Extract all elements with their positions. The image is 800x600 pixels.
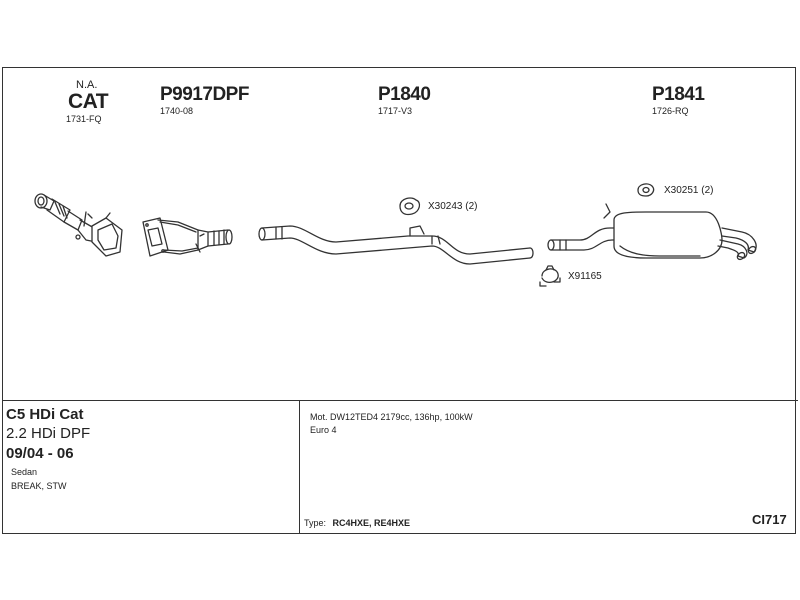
diagram-frame bbox=[2, 67, 796, 534]
type-value: RC4HXE, RE4HXE bbox=[332, 518, 411, 528]
x30251-label: X30251 (2) bbox=[664, 185, 714, 196]
x30243-rubber-ring-icon bbox=[399, 197, 421, 216]
motor-spec: Mot. DW12TED4 2179cc, 136hp, 100kW bbox=[310, 412, 473, 422]
info-divider-vertical bbox=[299, 400, 300, 534]
vehicle-engine: 2.2 HDi DPF bbox=[6, 425, 91, 442]
x30251-rubber-ring-icon bbox=[637, 183, 655, 197]
vehicle-body-sedan: Sedan bbox=[11, 467, 38, 477]
p1841-drawing bbox=[547, 203, 757, 261]
cat-code: 1731-FQ bbox=[66, 114, 102, 124]
type-row: Type: RC4HXE, RE4HXE bbox=[304, 518, 410, 528]
part-p9917dpf-code: 1740-08 bbox=[160, 106, 194, 116]
part-p1840-code: 1717-V3 bbox=[378, 106, 413, 116]
part-p1841-code: 1726-RQ bbox=[652, 106, 689, 116]
part-p9917dpf-label: P9917DPF bbox=[160, 84, 249, 105]
cat-note: N.A. bbox=[76, 79, 98, 91]
x91165-label: X91165 bbox=[568, 271, 602, 282]
x30243-label: X30243 (2) bbox=[428, 201, 478, 212]
p1840-drawing bbox=[258, 225, 534, 265]
vehicle-years: 09/04 - 06 bbox=[6, 445, 74, 462]
x91165-clamp-icon bbox=[539, 265, 561, 287]
part-p1840-label: P1840 bbox=[378, 84, 431, 105]
emission-standard: Euro 4 bbox=[310, 425, 337, 435]
part-p1841-label: P1841 bbox=[652, 84, 705, 105]
diagram-code: CI717 bbox=[752, 512, 787, 527]
p9917dpf-drawing bbox=[142, 217, 233, 257]
cat-drawing bbox=[34, 193, 123, 257]
vehicle-body-break: BREAK, STW bbox=[11, 481, 67, 491]
type-label: Type: bbox=[304, 518, 327, 528]
info-divider-horizontal bbox=[2, 400, 798, 401]
cat-label: CAT bbox=[68, 90, 109, 113]
vehicle-model: C5 HDi Cat bbox=[6, 406, 84, 423]
